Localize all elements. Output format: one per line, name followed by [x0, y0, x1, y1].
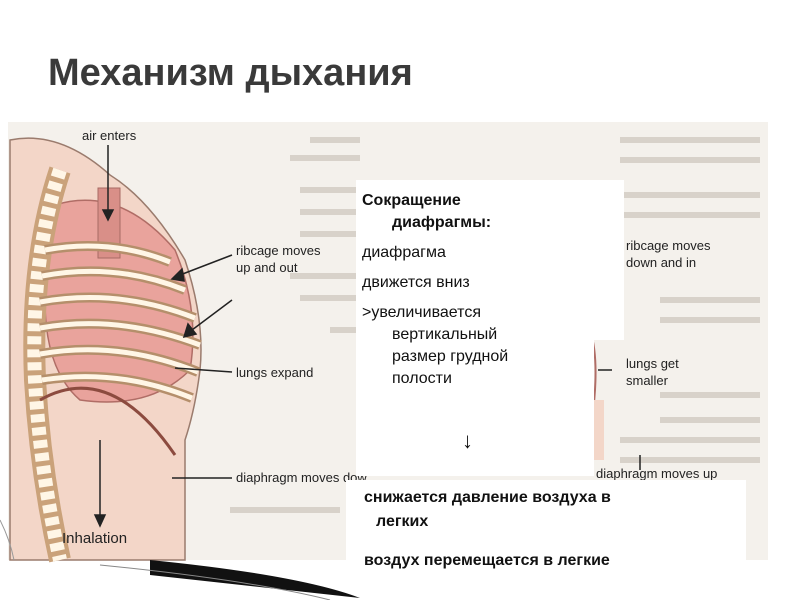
label-air-enters: air enters: [82, 128, 137, 143]
faded-text-lines: [230, 137, 760, 513]
decor-stroke-dark: [150, 560, 360, 598]
slide-title: Механизм дыхания: [48, 52, 413, 94]
bullet-2-text: воздух перемещается в легкие: [364, 552, 610, 569]
decor-stroke-light: [99, 564, 331, 600]
text-line-4: движется вниз: [362, 274, 470, 291]
label-lungs-expand: lungs expand: [236, 365, 313, 380]
vertebrae: [27, 167, 67, 562]
label-diaphragm-down: diaphragm moves dow...: [236, 470, 377, 485]
label-inhalation: Inhalation: [62, 530, 127, 547]
label-ribcage-down: ribcage moves: [626, 238, 711, 253]
text-line-5: >увеличивается: [362, 304, 481, 321]
text-panel-ext: [594, 180, 624, 340]
bullet-1-text: снижается давление воздуха в: [364, 489, 611, 506]
decor-stroke-left: [0, 519, 15, 561]
text-line-1: Сокращение: [362, 192, 461, 209]
label-diaphragm-up: diaphragm moves up: [596, 466, 717, 481]
text-line-8: полости: [392, 370, 452, 387]
trachea: [97, 187, 121, 259]
contraction-text: Сокращение диафрагмы: диафрагма движется…: [362, 190, 532, 390]
bullet-panel: [346, 480, 746, 590]
ribs-inner: [39, 243, 201, 401]
bullet-1: снижается давление воздуха в: [356, 487, 611, 509]
label-ribcage-up-2: up and out: [236, 260, 298, 275]
down-arrow-icon: ↓: [462, 428, 473, 453]
text-line-7: размер грудной: [392, 348, 509, 365]
diaphragm: [39, 386, 177, 456]
label-ribcage-down-2: down and in: [626, 255, 696, 270]
label-lungs-smaller: lungs get: [626, 356, 679, 371]
text-line-3: диафрагма: [362, 244, 446, 261]
text-line-2: диафрагмы:: [392, 214, 492, 231]
label-ribcage-up: ribcage moves: [236, 243, 321, 258]
text-panel: [356, 180, 594, 476]
bullet-1-cont: легких: [376, 513, 429, 530]
label-lungs-smaller-2: smaller: [626, 373, 669, 388]
bullet-2: воздух перемещается в легкие: [356, 550, 610, 572]
text-line-6: вертикальный: [392, 326, 498, 343]
